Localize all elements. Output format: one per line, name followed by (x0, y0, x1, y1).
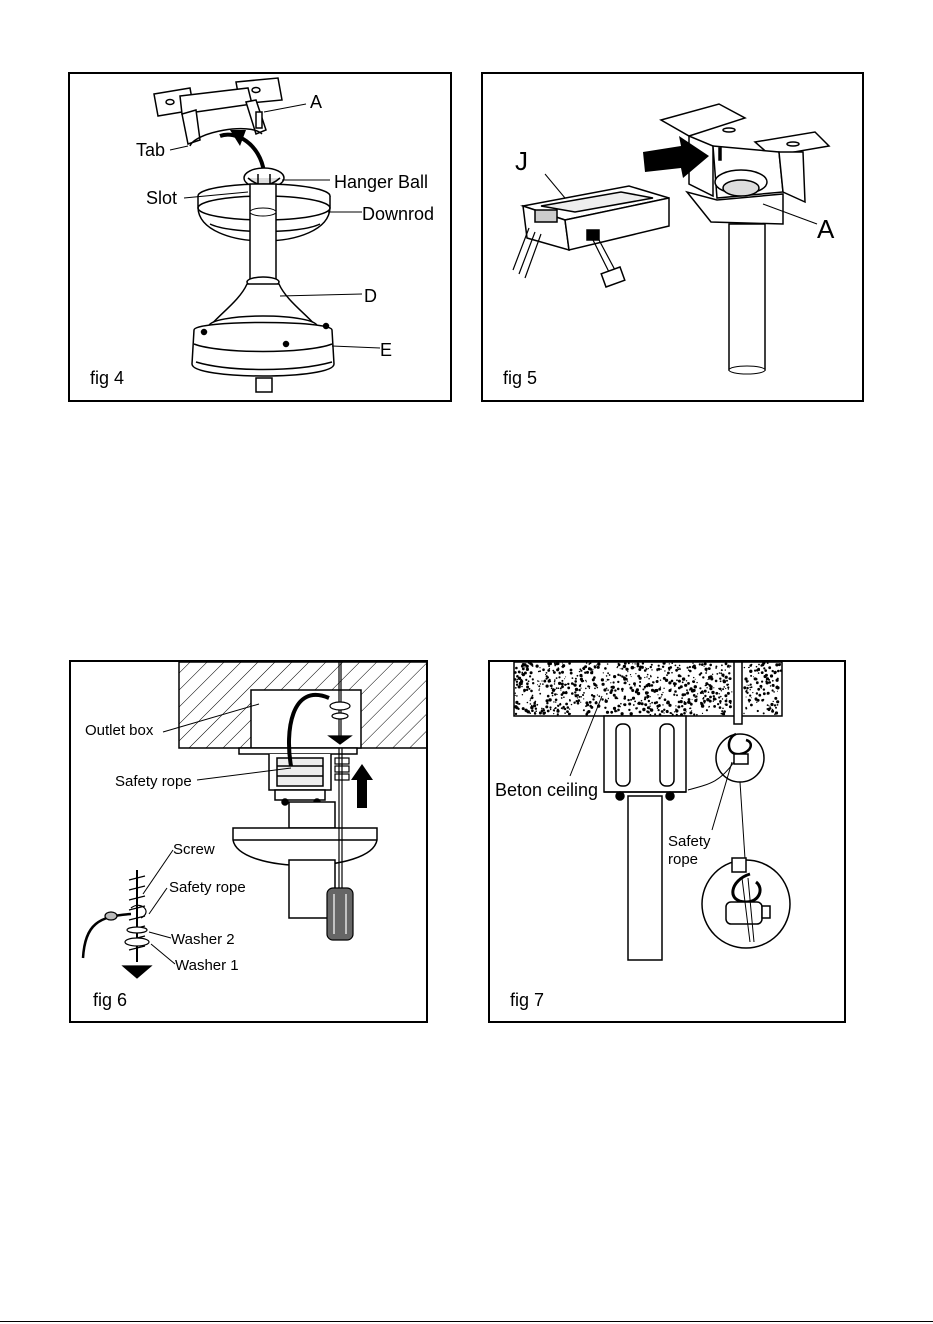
label-safety-line-1: Safety (668, 833, 711, 850)
label-washer-1: Washer 1 (175, 957, 239, 974)
receiver-unit (523, 186, 669, 250)
figure-4-panel: A Tab Hanger Ball Slot Downrod D E fig 4 (68, 72, 452, 402)
page-bottom-rule (0, 1321, 933, 1322)
figure-5-illustration: J A fig 5 (483, 74, 864, 402)
label-slot: Slot (146, 188, 177, 208)
label-a: A (817, 214, 835, 244)
hook-detail (702, 858, 790, 948)
label-washer-2: Washer 2 (171, 931, 235, 948)
downrod (250, 184, 276, 284)
mounting-bracket (604, 716, 686, 800)
label-safety-rope: Safety rope (115, 773, 192, 790)
screw-detail (83, 870, 151, 978)
downrod (729, 224, 765, 370)
label-tab: Tab (136, 140, 165, 160)
label-screw: Screw (173, 841, 215, 858)
figure-6-illustration: Outlet box Safety rope Screw Safety rope… (71, 662, 428, 1023)
label-safety-rope-detail: Safety rope (169, 879, 246, 896)
label-safety-line-2: rope (668, 851, 698, 868)
label-outlet-box: Outlet box (85, 722, 154, 739)
figure-7-panel: Beton ceiling Safety rope fig 7 (488, 660, 846, 1023)
figure-5-caption: fig 5 (503, 368, 537, 388)
push-arrow (351, 764, 373, 808)
figure-4-caption: fig 4 (90, 368, 124, 388)
label-e: E (380, 340, 392, 360)
figure-4-illustration: A Tab Hanger Ball Slot Downrod D E fig 4 (70, 74, 452, 402)
label-a: A (310, 92, 322, 112)
figure-6-caption: fig 6 (93, 990, 127, 1010)
label-beton-ceiling: Beton ceiling (495, 780, 598, 800)
figure-6-panel: Outlet box Safety rope Screw Safety rope… (69, 660, 428, 1023)
label-j: J (515, 146, 528, 176)
mounting-bracket (154, 78, 282, 146)
figure-7-illustration: Beton ceiling Safety rope fig 7 (490, 662, 846, 1023)
downrod (628, 796, 662, 960)
figure-7-caption: fig 7 (510, 990, 544, 1010)
label-d: D (364, 286, 377, 306)
connector-plug (601, 267, 625, 287)
label-downrod: Downrod (362, 204, 434, 224)
motor-housing (192, 323, 334, 393)
label-hanger-ball: Hanger Ball (334, 172, 428, 192)
mounting-bracket (269, 754, 331, 805)
figure-5-panel: J A fig 5 (481, 72, 864, 402)
